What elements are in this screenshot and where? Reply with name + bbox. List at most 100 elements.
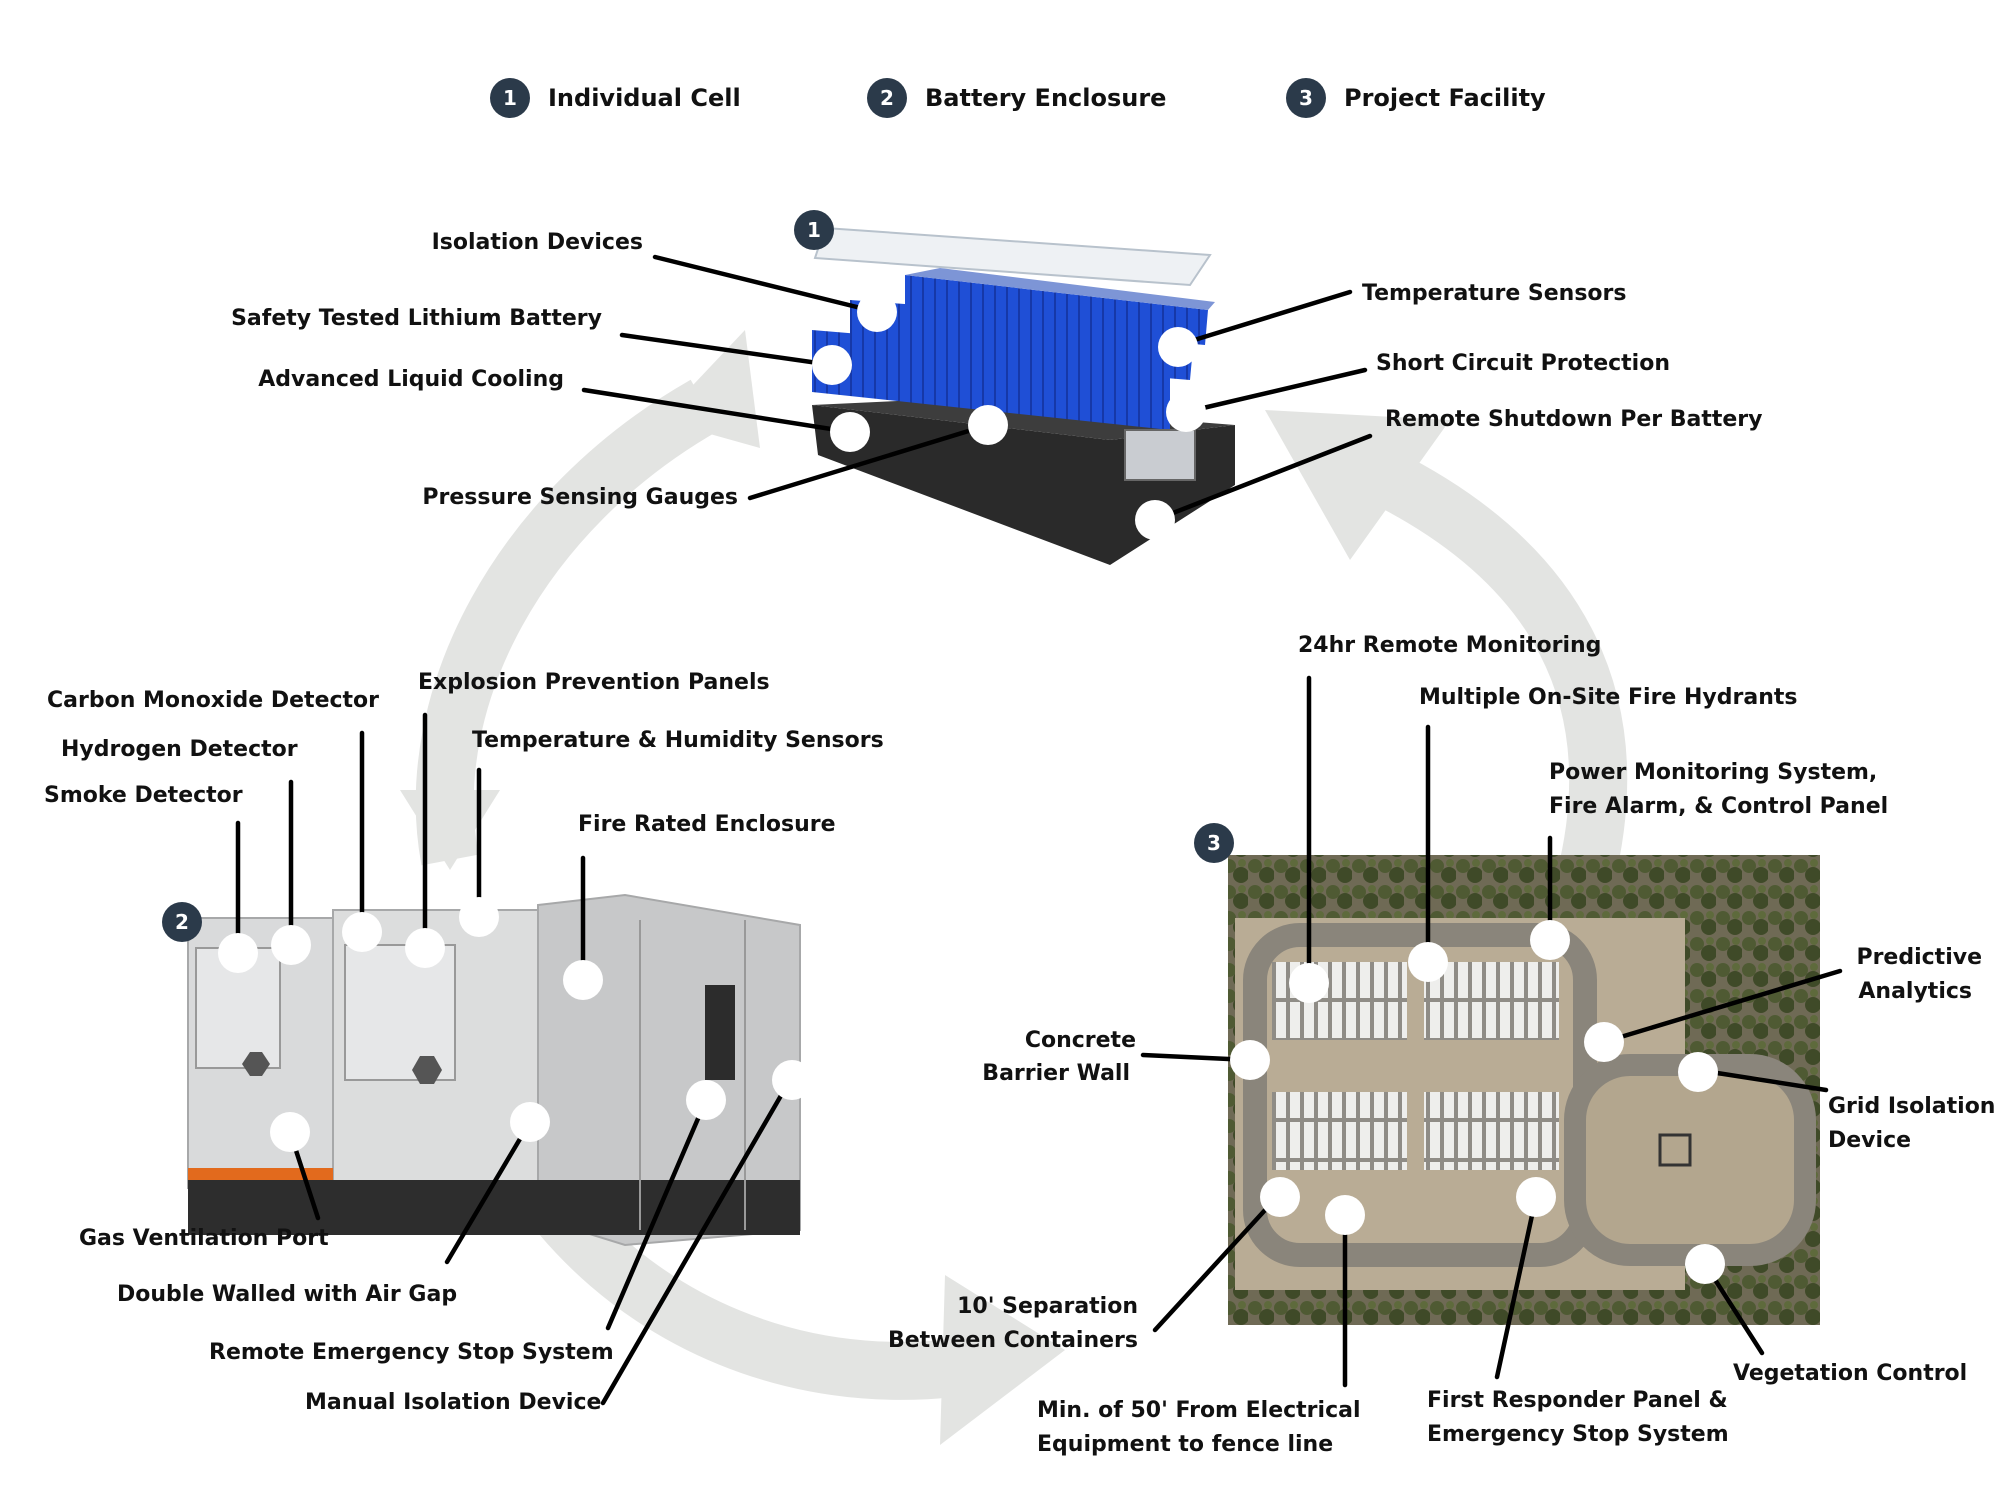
label-gas-ventilation-port: Gas Ventilation Port <box>79 1226 329 1251</box>
label-advanced-liquid-cooling: Advanced Liquid Cooling <box>258 367 564 392</box>
marker-dot <box>1158 327 1198 367</box>
marker-dot <box>342 912 382 952</box>
section-badge-cell: 1 <box>794 210 834 250</box>
marker-dot <box>271 925 311 965</box>
label-grid-isolation-line1: Grid Isolation <box>1828 1094 1995 1119</box>
marker-dot <box>1289 963 1329 1003</box>
marker-dot <box>1678 1052 1718 1092</box>
label-explosion-prevention-panels: Explosion Prevention Panels <box>418 670 770 695</box>
enclosure-base <box>188 1180 800 1235</box>
label-isolation-devices: Isolation Devices <box>432 230 643 255</box>
label-power-monitoring-line1: Power Monitoring System, <box>1549 760 1877 785</box>
badge-3-icon <box>1194 823 1234 863</box>
leader-lines <box>235 254 1843 1406</box>
marker-dot <box>459 897 499 937</box>
legend-number: 3 <box>1299 86 1313 110</box>
arrow-left-tail-head-icon <box>400 790 500 870</box>
label-double-walled: Double Walled with Air Gap <box>117 1282 457 1307</box>
label-remote-monitoring: 24hr Remote Monitoring <box>1298 633 1601 658</box>
badge-number: 1 <box>807 218 821 242</box>
section-badge-facility: 3 <box>1194 823 1234 863</box>
container-array <box>1424 1092 1559 1170</box>
leader-line <box>619 332 835 368</box>
badge-2-icon <box>867 78 907 118</box>
cell-top-plate <box>813 226 1212 287</box>
cell-module-box <box>1124 429 1196 481</box>
leader-line <box>581 387 853 435</box>
legend-label: Individual Cell <box>548 84 741 112</box>
leader-line <box>1601 968 1843 1045</box>
label-fire-rated-enclosure: Fire Rated Enclosure <box>578 812 836 837</box>
marker-dot <box>405 928 445 968</box>
label-carbon-monoxide-detector: Carbon Monoxide Detector <box>47 688 379 713</box>
marker-dot <box>830 412 870 452</box>
label-smoke-detector: Smoke Detector <box>44 783 243 808</box>
marker-dot <box>218 933 258 973</box>
marker-dot <box>968 405 1008 445</box>
label-safety-tested-lithium-battery: Safety Tested Lithium Battery <box>231 306 602 331</box>
marker-dot <box>1260 1177 1300 1217</box>
marker-dots <box>218 292 1725 1284</box>
label-remote-emergency-stop: Remote Emergency Stop System <box>209 1340 614 1365</box>
label-predictive-analytics-line2: Analytics <box>1858 979 1972 1004</box>
marker-dot <box>1135 500 1175 540</box>
vent-icon <box>242 1052 270 1076</box>
leader-line <box>1695 1067 1829 1093</box>
leader-line <box>1183 367 1368 415</box>
cell-block-top-face <box>905 268 1215 310</box>
legend-item-1: 1 Individual Cell <box>490 78 741 118</box>
label-temperature-sensors: Temperature Sensors <box>1362 281 1626 306</box>
badge-3-icon <box>1286 78 1326 118</box>
control-panel-screen <box>705 985 735 1080</box>
label-min-50-line1: Min. of 50' From Electrical <box>1037 1398 1361 1423</box>
arrow-bottom-head-icon <box>940 1275 1065 1445</box>
label-min-50-line2: Equipment to fence line <box>1037 1432 1333 1457</box>
container-array <box>1424 962 1559 1040</box>
container-array <box>1272 1092 1407 1170</box>
leader-line <box>1175 289 1353 348</box>
leader-line <box>444 1119 533 1265</box>
label-first-responder-line1: First Responder Panel & <box>1427 1388 1728 1413</box>
label-fire-hydrants: Multiple On-Site Fire Hydrants <box>1419 685 1797 710</box>
label-separation-line1: 10' Separation <box>957 1294 1138 1319</box>
marker-dot <box>1230 1040 1270 1080</box>
section-badge-enclosure: 2 <box>162 902 202 942</box>
cell-block-upper <box>905 275 1208 345</box>
legend-item-2: 2 Battery Enclosure <box>867 78 1166 118</box>
badge-2-icon <box>162 902 202 942</box>
marker-dot <box>270 1112 310 1152</box>
leader-line <box>1152 1194 1280 1333</box>
label-predictive-analytics-line1: Predictive <box>1856 945 1982 970</box>
label-separation-line2: Between Containers <box>888 1328 1138 1353</box>
label-power-monitoring-line2: Fire Alarm, & Control Panel <box>1549 794 1888 819</box>
arrow-right-head-icon <box>1265 410 1450 560</box>
facility-labels: 24hr Remote Monitoring Multiple On-Site … <box>888 633 1996 1457</box>
vent-icon <box>412 1056 442 1084</box>
enclosure-door-panel-middle <box>344 944 456 1081</box>
label-manual-isolation-device: Manual Isolation Device <box>305 1390 601 1415</box>
badge-1-icon <box>490 78 530 118</box>
label-first-responder-line2: Emergency Stop System <box>1427 1422 1729 1447</box>
marker-dot <box>686 1080 726 1120</box>
leader-line <box>747 422 991 501</box>
label-grid-isolation-line2: Device <box>1828 1128 1911 1153</box>
badge-1-icon <box>794 210 834 250</box>
label-hydrogen-detector: Hydrogen Detector <box>61 737 298 762</box>
marker-dot <box>812 345 852 385</box>
badge-number: 2 <box>175 910 189 934</box>
leader-line <box>652 254 880 315</box>
label-temperature-humidity-sensors: Temperature & Humidity Sensors <box>472 728 884 753</box>
legend-item-3: 3 Project Facility <box>1286 78 1546 118</box>
marker-dot <box>1516 1177 1556 1217</box>
label-concrete-barrier-line1: Concrete <box>1025 1028 1136 1053</box>
legend: 1 Individual Cell 2 Battery Enclosure 3 … <box>490 78 1546 118</box>
enclosure-orange-stripe-left <box>188 1168 333 1180</box>
leader-line <box>605 1097 709 1331</box>
badge-number: 3 <box>1207 831 1221 855</box>
label-short-circuit-protection: Short Circuit Protection <box>1376 351 1670 376</box>
legend-label: Project Facility <box>1344 84 1546 112</box>
marker-dot <box>1166 392 1206 432</box>
legend-label: Battery Enclosure <box>925 84 1166 112</box>
marker-dot <box>1584 1022 1624 1062</box>
leader-line <box>600 1077 793 1406</box>
